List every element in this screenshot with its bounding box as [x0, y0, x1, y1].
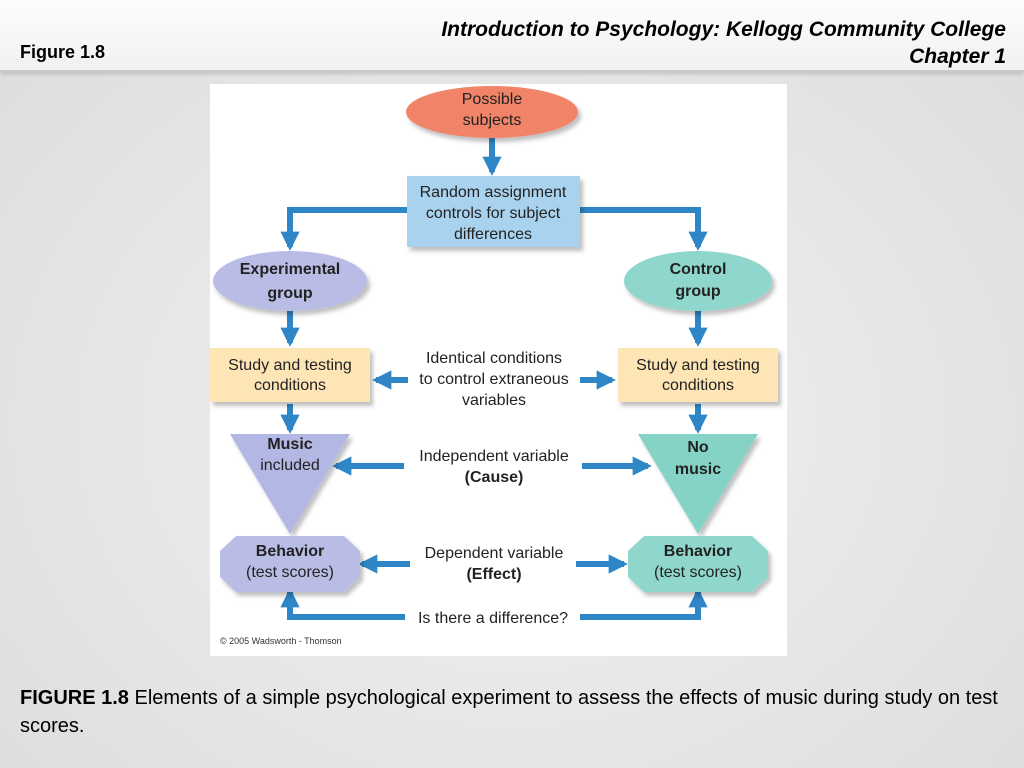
slide-header: Introduction to Psychology: Kellogg Comm…	[0, 0, 1024, 72]
music-included-line1: Music	[267, 436, 312, 453]
course-title-line2: Chapter 1	[909, 45, 1006, 68]
identical-conditions-line1: Identical conditions	[426, 350, 562, 367]
behavior-right-line1: Behavior	[664, 543, 732, 560]
control-group-line2: group	[675, 283, 721, 300]
random-assignment-node: Random assignment controls for subject d…	[407, 176, 580, 247]
experimental-group-line2: group	[267, 285, 313, 302]
possible-subjects-node: Possible subjects	[406, 86, 578, 138]
behavior-right-line2: (test scores)	[654, 564, 742, 581]
no-music-line2: music	[675, 461, 721, 478]
identical-conditions-line3: variables	[462, 392, 526, 409]
control-group-node: Control group	[624, 251, 772, 311]
study-testing-left-line2: conditions	[254, 377, 326, 394]
figure-caption: FIGURE 1.8 Elements of a simple psycholo…	[20, 684, 1010, 740]
flow-arrows	[280, 138, 708, 620]
independent-variable-label: Independent variable (Cause)	[419, 448, 569, 486]
experiment-diagram: Possible subjects Random assignment cont…	[210, 84, 787, 656]
behavior-left-line2: (test scores)	[246, 564, 334, 581]
dependent-variable-line1: Dependent variable	[425, 545, 564, 562]
identical-conditions-line2: to control extraneous	[419, 371, 568, 388]
independent-variable-line2: (Cause)	[465, 469, 524, 486]
independent-variable-line1: Independent variable	[419, 448, 569, 465]
behavior-right-node: Behavior (test scores)	[628, 536, 768, 592]
music-included-line2: included	[260, 457, 320, 474]
identical-conditions-label: Identical conditions to control extraneo…	[419, 350, 568, 409]
copyright-notice: © 2005 Wadsworth - Thomson	[220, 636, 342, 646]
behavior-left-line1: Behavior	[256, 543, 324, 560]
experimental-group-line1: Experimental	[240, 261, 340, 278]
possible-subjects-line1: Possible	[462, 91, 523, 108]
arrow-difference-left	[280, 588, 405, 620]
random-assignment-line1: Random assignment	[420, 184, 567, 201]
study-testing-left-line1: Study and testing	[228, 357, 352, 374]
arrow-assignment-to-control	[580, 207, 708, 251]
study-testing-right-node: Study and testing conditions	[618, 348, 778, 402]
random-assignment-line3: differences	[454, 226, 532, 243]
control-group-line1: Control	[670, 261, 727, 278]
caption-text: Elements of a simple psychological exper…	[20, 687, 998, 737]
arrow-assignment-to-experimental	[280, 207, 407, 251]
difference-question: Is there a difference?	[418, 610, 568, 627]
diagram-svg: Possible subjects Random assignment cont…	[210, 86, 778, 646]
dependent-variable-line2: (Effect)	[466, 566, 521, 583]
behavior-left-node: Behavior (test scores)	[220, 536, 360, 592]
study-testing-left-node: Study and testing conditions	[210, 348, 370, 402]
no-music-line1: No	[687, 439, 709, 456]
figure-label: Figure 1.8	[20, 42, 106, 62]
no-music-node: No music	[638, 434, 758, 534]
experimental-group-node: Experimental group	[213, 251, 367, 311]
random-assignment-line2: controls for subject	[426, 205, 561, 222]
arrow-difference-right	[580, 588, 708, 620]
dependent-variable-label: Dependent variable (Effect)	[425, 545, 564, 583]
caption-figure-id: FIGURE 1.8	[20, 687, 129, 709]
course-title: Introduction to Psychology: Kellogg Comm…	[441, 16, 1006, 70]
possible-subjects-line2: subjects	[463, 112, 522, 129]
course-title-line1: Introduction to Psychology: Kellogg Comm…	[441, 18, 1006, 41]
study-testing-right-line2: conditions	[662, 377, 734, 394]
study-testing-right-line1: Study and testing	[636, 357, 760, 374]
music-included-node: Music included	[230, 434, 350, 534]
